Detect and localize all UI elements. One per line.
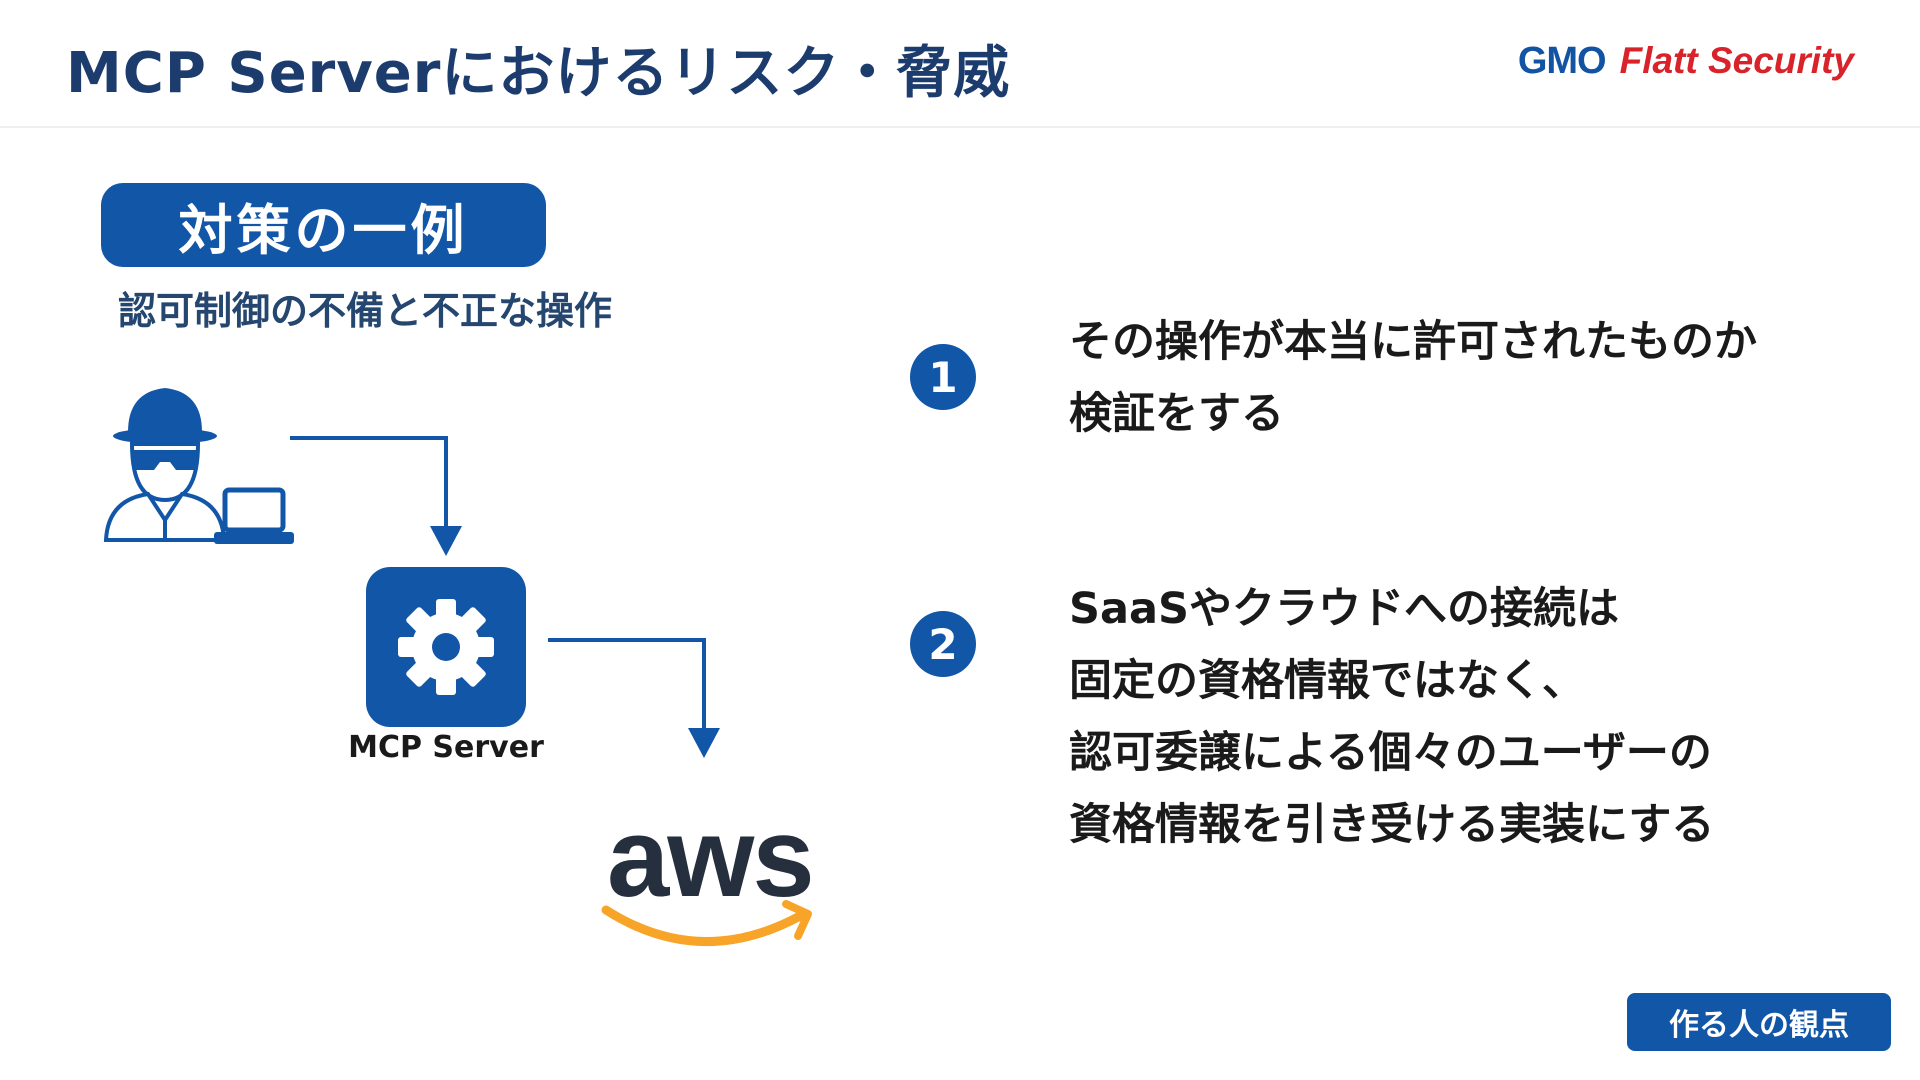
slide-header: MCP Serverにおけるリスク・脅威 GMO Flatt Security [0,0,1920,128]
logo-flatt-text: Flatt Security [1619,40,1854,81]
point-2-line: 認可委譲による個々のユーザーの [1069,728,1712,778]
section-pill: 対策の一例 [101,183,546,267]
page-title: MCP Serverにおけるリスク・脅威 [66,41,1011,106]
aws-wordmark: aws [607,795,815,920]
laptop-icon [214,487,294,544]
point-2-line: SaaSやクラウドへの接続は [1069,584,1619,634]
section-subtitle: 認可制御の不備と不正な操作 [118,289,613,333]
point-1-line: 検証をする [1069,389,1284,439]
mcp-server-label: MCP Server [348,730,544,765]
point-2-text: SaaSやクラウドへの接続は 固定の資格情報ではなく、 認可委譲による個々のユー… [1069,573,1869,861]
point-1-text: その操作が本当に許可されたものか 検証をする [1069,306,1869,450]
perspective-badge: 作る人の観点 [1627,993,1891,1051]
point-1-line: その操作が本当に許可されたものか [1069,317,1757,367]
gear-icon [398,599,494,695]
logo-gmo-text: GMO [1517,40,1607,82]
arrow-attacker-to-server [290,436,462,556]
section-pill-label: 対策の一例 [178,198,469,262]
mcp-server-tile [366,567,526,727]
aws-logo [601,900,812,947]
point-2-line: 資格情報を引き受ける実装にする [1069,800,1715,850]
point-number-badge: 1 [910,344,976,410]
point-1: 1 その操作が本当に許可されたものか 検証をする [910,306,1869,450]
point-2: 2 SaaSやクラウドへの接続は 固定の資格情報ではなく、 認可委譲による個々の… [910,573,1869,861]
company-logo: GMO Flatt Security [1518,40,1854,86]
point-number-badge: 2 [910,611,976,677]
attacker-icon [103,388,227,542]
arrow-server-to-aws [548,638,720,758]
perspective-badge-label: 作る人の観点 [1669,1008,1849,1043]
point-2-line: 固定の資格情報ではなく、 [1069,656,1585,706]
